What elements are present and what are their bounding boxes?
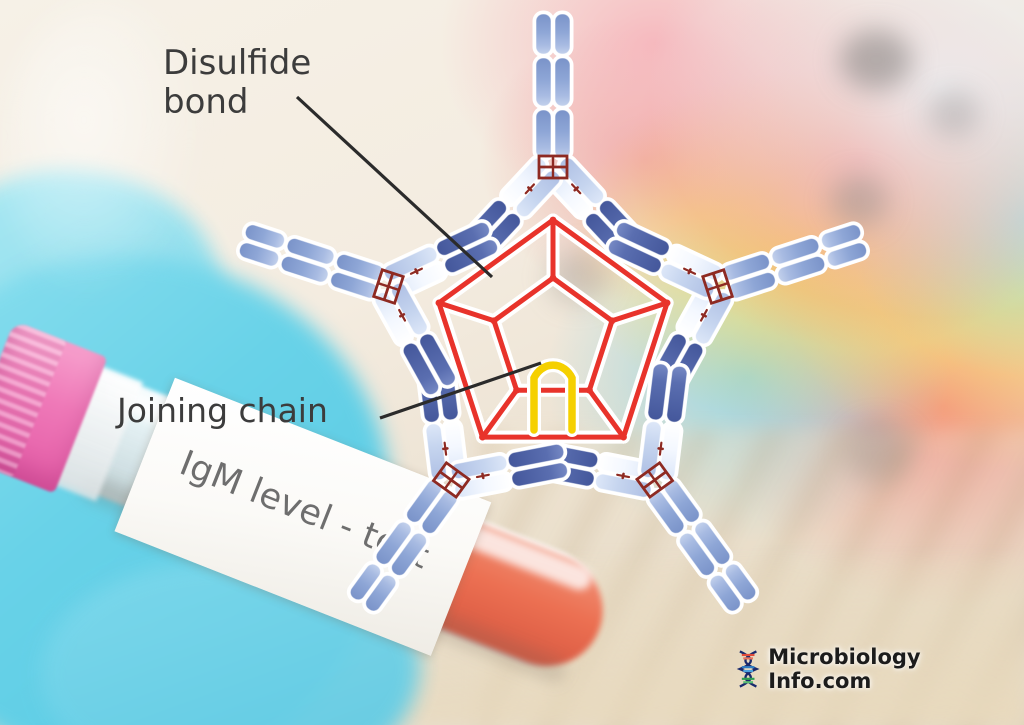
antibody-monomer-lower-right <box>535 360 760 615</box>
watermark-text: Microbiology Info.com <box>768 645 921 693</box>
tube-cap-bokeh-dark <box>845 425 911 483</box>
joining-chain-leader-line <box>379 361 542 420</box>
tube-cap-bokeh-gray <box>840 30 912 90</box>
tube-cap-bokeh-far <box>928 90 980 138</box>
glove-highlight <box>0 0 210 300</box>
watermark: Microbiology Info.com <box>735 645 1024 693</box>
label-disulfide-bond: Disulfide bond <box>163 43 312 123</box>
joining-chain <box>527 358 579 437</box>
antibody-monomers <box>236 10 870 615</box>
antibody-monomer-upper-left <box>236 219 501 399</box>
disulfide-leader-line <box>295 95 494 279</box>
label-joining-chain: Joining chain <box>117 391 328 430</box>
tube-cap-bokeh-teal <box>830 175 888 227</box>
inter-monomer-disulfide-bonds <box>435 216 671 441</box>
dna-helix-icon <box>736 650 760 688</box>
